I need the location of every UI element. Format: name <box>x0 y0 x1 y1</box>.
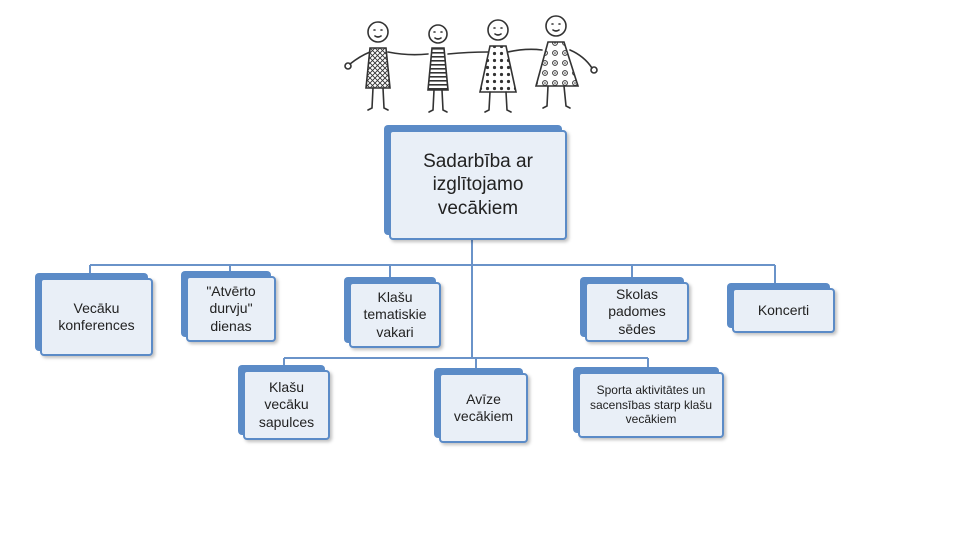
node-root-line-3: vecākiem <box>437 197 519 219</box>
node-line: "Atvērto <box>206 283 256 300</box>
children-holding-hands-icon <box>344 15 598 113</box>
node-atverto-durvju-dienas: "Atvērto durvju" dienas <box>186 276 276 342</box>
node-line: durvju" <box>209 300 253 317</box>
node-line: dienas <box>210 317 252 334</box>
node-vecaku-konferences: Vecāku konferences <box>40 278 153 356</box>
node-avize-vecakiem: Avīze vecākiem <box>439 373 528 443</box>
node-root-line-1: Sadarbība ar <box>423 151 533 173</box>
node-skolas-padomes-sedes: Skolas padomes sēdes <box>585 282 689 342</box>
node-line: tematiskie <box>363 306 427 323</box>
node-line: vakari <box>376 323 414 340</box>
node-line: sēdes <box>618 320 656 337</box>
node-line: vecākiem <box>625 412 677 427</box>
node-root-line-2: izglītojamo <box>432 174 524 196</box>
node-root: Sadarbība ar izglītojamo vecākiem <box>389 130 567 240</box>
node-line: Klašu <box>268 379 304 396</box>
node-line: konferences <box>58 317 135 333</box>
node-line: Avīze <box>466 390 501 407</box>
node-line: Koncerti <box>757 301 810 318</box>
node-line: Skolas <box>615 286 659 303</box>
node-line: vecākiem <box>453 408 514 424</box>
node-koncerti: Koncerti <box>732 288 835 333</box>
node-line: Vecāku <box>73 299 120 316</box>
node-klasu-tematiskie-vakari: Klašu tematiskie vakari <box>349 282 441 348</box>
node-line: Klašu <box>377 289 413 306</box>
node-line: vecāku <box>264 396 309 413</box>
node-line: sapulces <box>258 413 315 430</box>
node-klasu-vecaku-sapulces: Klašu vecāku sapulces <box>243 370 330 440</box>
node-sporta-aktivitates: Sporta aktivitātes un sacensības starp k… <box>578 372 724 438</box>
node-line: Sporta aktivitātes un <box>596 383 706 398</box>
node-line: padomes <box>608 303 666 320</box>
node-line: sacensības starp klašu <box>589 397 713 412</box>
